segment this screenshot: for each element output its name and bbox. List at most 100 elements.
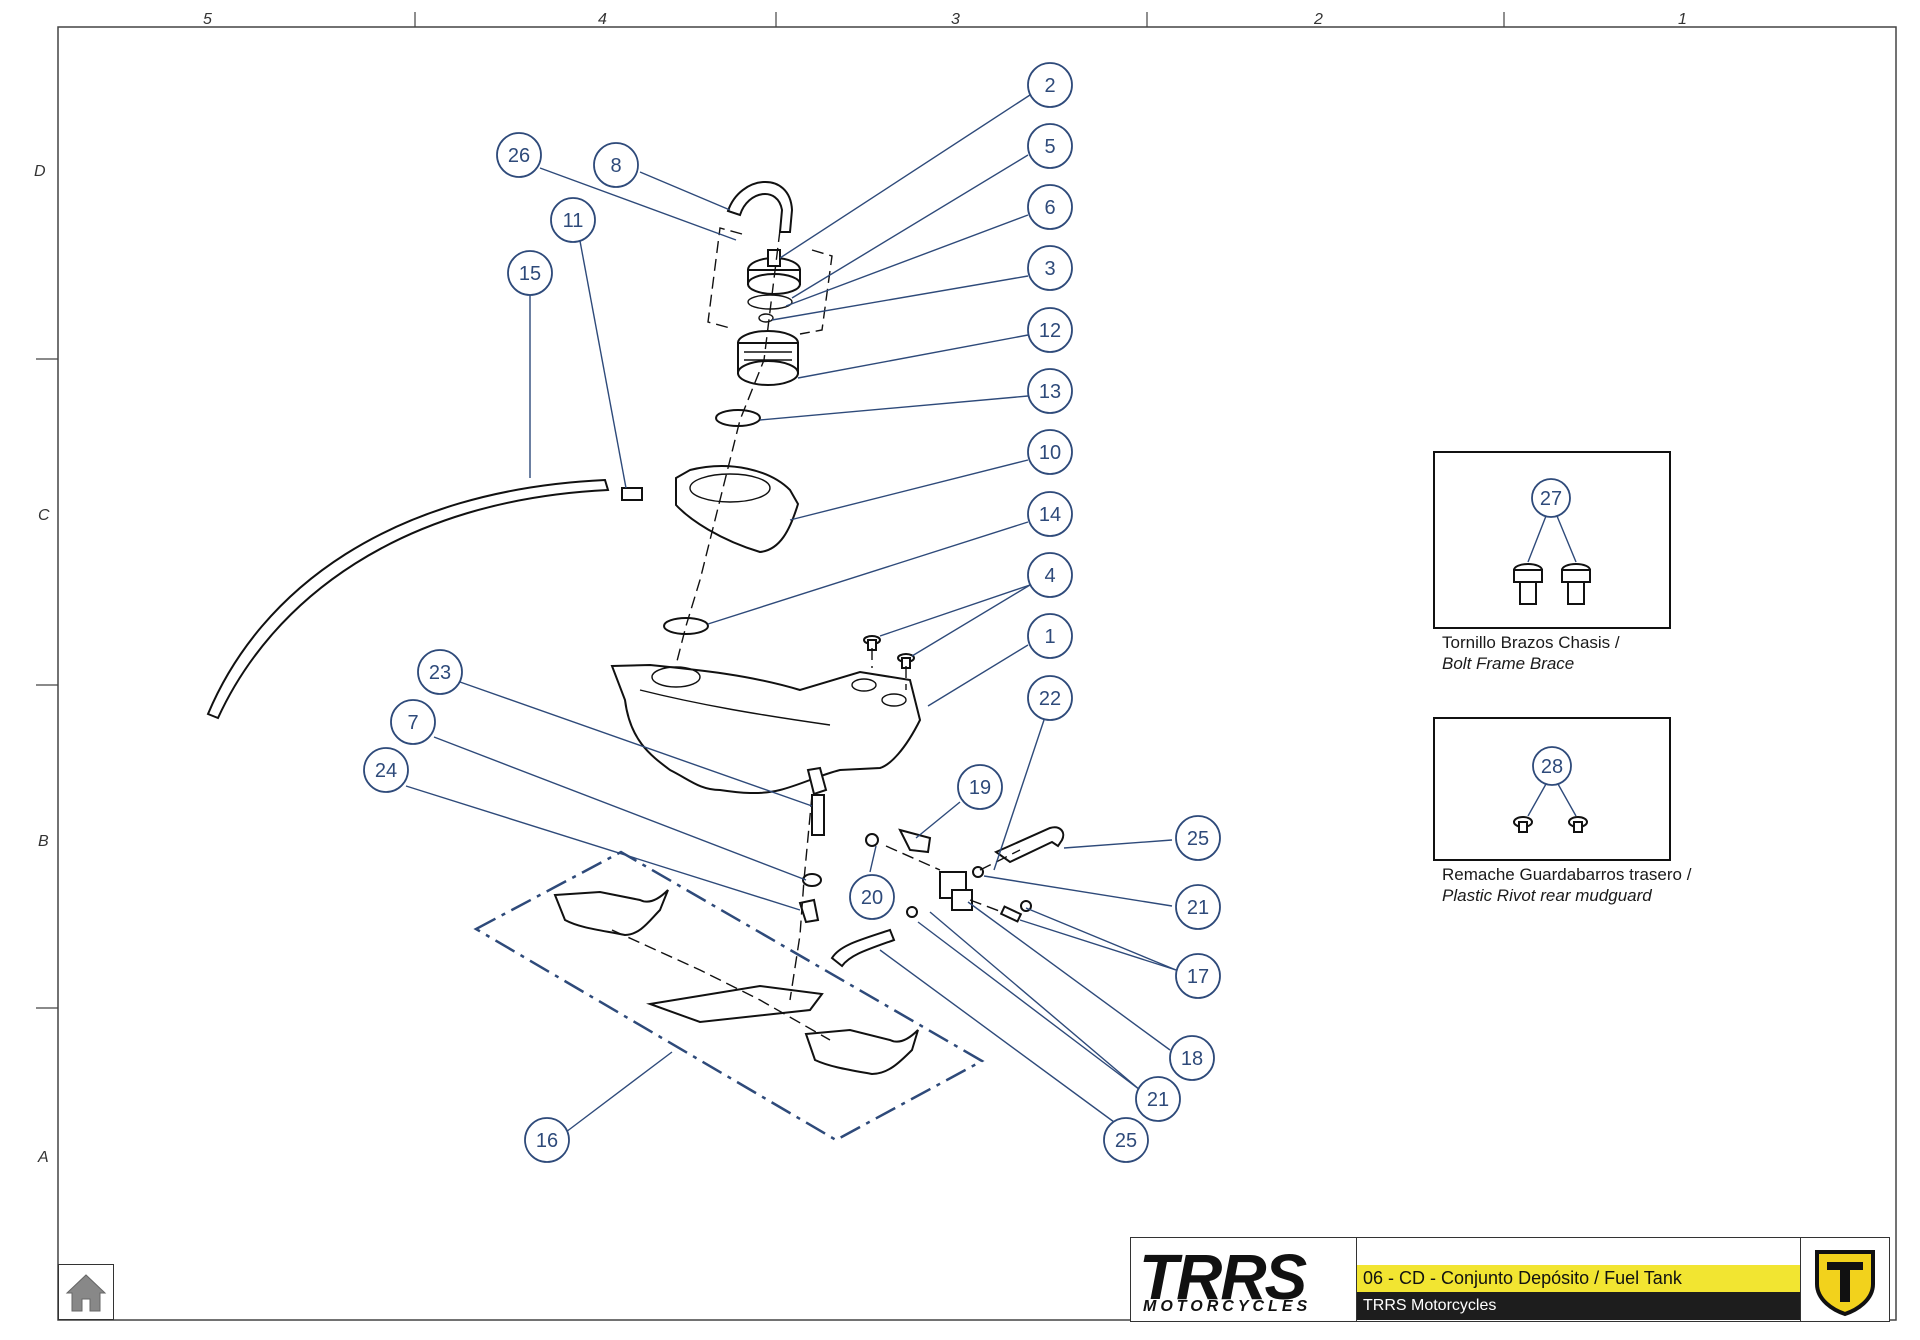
callout-24[interactable]: 24 xyxy=(363,747,409,793)
svg-text:7: 7 xyxy=(407,712,418,734)
assembly-axis-tap-line xyxy=(885,845,1021,913)
callout-13[interactable]: 13 xyxy=(1027,368,1073,414)
title-cell: 06 - CD - Conjunto Depósito / Fuel Tank … xyxy=(1357,1238,1800,1321)
callout-21-lower[interactable]: 21 xyxy=(1135,1076,1181,1122)
bracket-nut xyxy=(865,833,879,847)
callout-11[interactable]: 11 xyxy=(550,197,596,243)
svg-text:22: 22 xyxy=(1039,688,1061,710)
callout-3[interactable]: 3 xyxy=(1027,245,1073,291)
svg-text:11: 11 xyxy=(563,210,584,232)
grid-col-5: 5 xyxy=(203,11,212,28)
svg-text:10: 10 xyxy=(1039,442,1061,464)
callout-8[interactable]: 8 xyxy=(593,142,639,188)
svg-text:21: 21 xyxy=(1147,1089,1169,1111)
tank-filler-opening xyxy=(651,666,701,688)
callout-16[interactable]: 16 xyxy=(524,1117,570,1163)
inset-27-leader-right xyxy=(1556,515,1577,563)
inset-28-caption-en: Plastic Rivot rear mudguard xyxy=(1442,886,1652,905)
svg-text:4: 4 xyxy=(1044,565,1055,587)
svg-text:25: 25 xyxy=(1187,828,1209,850)
breather-pipe xyxy=(726,181,794,233)
callout-4[interactable]: 4 xyxy=(1027,552,1073,598)
home-icon xyxy=(65,1274,107,1312)
fuel-cap xyxy=(747,249,801,295)
callout-12[interactable]: 12 xyxy=(1027,307,1073,353)
svg-text:23: 23 xyxy=(429,662,451,684)
fuel-filter xyxy=(811,794,825,836)
inset-27-caption: Tornillo Brazos Chasis / Bolt Frame Brac… xyxy=(1442,632,1620,674)
callout-7[interactable]: 7 xyxy=(390,699,436,745)
heat-shield-center xyxy=(646,984,824,1024)
heat-shield-right xyxy=(804,1028,919,1076)
svg-text:19: 19 xyxy=(969,777,991,799)
callout-21-upper[interactable]: 21 xyxy=(1175,884,1221,930)
svg-text:15: 15 xyxy=(519,263,541,285)
sheet-owner: TRRS Motorcycles xyxy=(1357,1292,1800,1320)
svg-text:12: 12 xyxy=(1039,320,1061,342)
tap-washer-2 xyxy=(906,906,918,918)
inset-28-frame xyxy=(1433,717,1671,861)
svg-text:21: 21 xyxy=(1187,897,1209,919)
svg-text:14: 14 xyxy=(1039,504,1061,526)
home-button[interactable] xyxy=(58,1264,114,1320)
trrs-shield-icon xyxy=(1815,1250,1875,1317)
svg-text:24: 24 xyxy=(375,760,397,782)
filler-neck xyxy=(737,330,799,386)
svg-text:5: 5 xyxy=(1044,136,1055,158)
inset-27-leader-left xyxy=(1527,515,1547,563)
callout-23[interactable]: 23 xyxy=(417,649,463,695)
callout-15[interactable]: 15 xyxy=(507,250,553,296)
frame-brace-bolt-icon xyxy=(1513,563,1591,605)
svg-text:18: 18 xyxy=(1181,1048,1203,1070)
tap-screw xyxy=(999,905,1023,923)
svg-text:6: 6 xyxy=(1044,197,1055,219)
logo-main-text: TRRS xyxy=(1139,1241,1307,1313)
grid-col-3: 3 xyxy=(951,11,960,28)
callout-18[interactable]: 18 xyxy=(1169,1035,1215,1081)
elbow-connector xyxy=(798,898,820,924)
assembly-axis-lower xyxy=(789,794,813,1001)
callout-1[interactable]: 1 xyxy=(1027,613,1073,659)
grid-col-2: 2 xyxy=(1313,11,1323,28)
callout-25-lower[interactable]: 25 xyxy=(1103,1117,1149,1163)
fuel-breather-hose xyxy=(206,478,610,720)
svg-text:25: 25 xyxy=(1115,1130,1137,1152)
callout-5[interactable]: 5 xyxy=(1027,123,1073,169)
callout-20[interactable]: 20 xyxy=(849,874,895,920)
svg-text:1: 1 xyxy=(1044,626,1055,648)
fuel-tap-bracket xyxy=(898,828,932,854)
svg-text:28: 28 xyxy=(1541,756,1563,778)
callout-28[interactable]: 28 xyxy=(1532,746,1572,786)
tank-rear-boss xyxy=(851,678,877,692)
drawing-frame xyxy=(57,26,1897,1321)
tank-detail-line xyxy=(639,689,831,726)
callout-27[interactable]: 27 xyxy=(1531,478,1571,518)
tank-top-cover xyxy=(675,465,800,554)
callout-26[interactable]: 26 xyxy=(496,132,542,178)
callout-17[interactable]: 17 xyxy=(1175,953,1221,999)
svg-text:17: 17 xyxy=(1187,966,1209,988)
callout-6[interactable]: 6 xyxy=(1027,184,1073,230)
inset-27-caption-en: Bolt Frame Brace xyxy=(1442,654,1575,673)
plastic-rivet-icon xyxy=(1513,816,1588,833)
callout-14[interactable]: 14 xyxy=(1027,491,1073,537)
grid-ticks xyxy=(36,12,1505,1009)
sheet-title: 06 - CD - Conjunto Depósito / Fuel Tank xyxy=(1357,1265,1800,1292)
grid-col-4: 4 xyxy=(598,11,607,28)
callout-2[interactable]: 2 xyxy=(1027,62,1073,108)
callout-10[interactable]: 10 xyxy=(1027,429,1073,475)
svg-text:3: 3 xyxy=(1044,258,1055,280)
svg-text:26: 26 xyxy=(508,145,530,167)
inset-28-leader-left xyxy=(1527,783,1547,817)
assembly-axis-tap xyxy=(871,648,907,690)
fuel-tank xyxy=(610,663,922,794)
breather-nipple xyxy=(621,487,643,501)
callout-25-upper[interactable]: 25 xyxy=(1175,815,1221,861)
grid-col-1: 1 xyxy=(1678,11,1687,28)
grid-row-a: A xyxy=(37,1149,49,1166)
inset-27-caption-es: Tornillo Brazos Chasis / xyxy=(1442,633,1620,652)
callout-19[interactable]: 19 xyxy=(957,764,1003,810)
svg-text:27: 27 xyxy=(1540,488,1562,510)
callout-22[interactable]: 22 xyxy=(1027,675,1073,721)
svg-text:8: 8 xyxy=(610,155,621,177)
